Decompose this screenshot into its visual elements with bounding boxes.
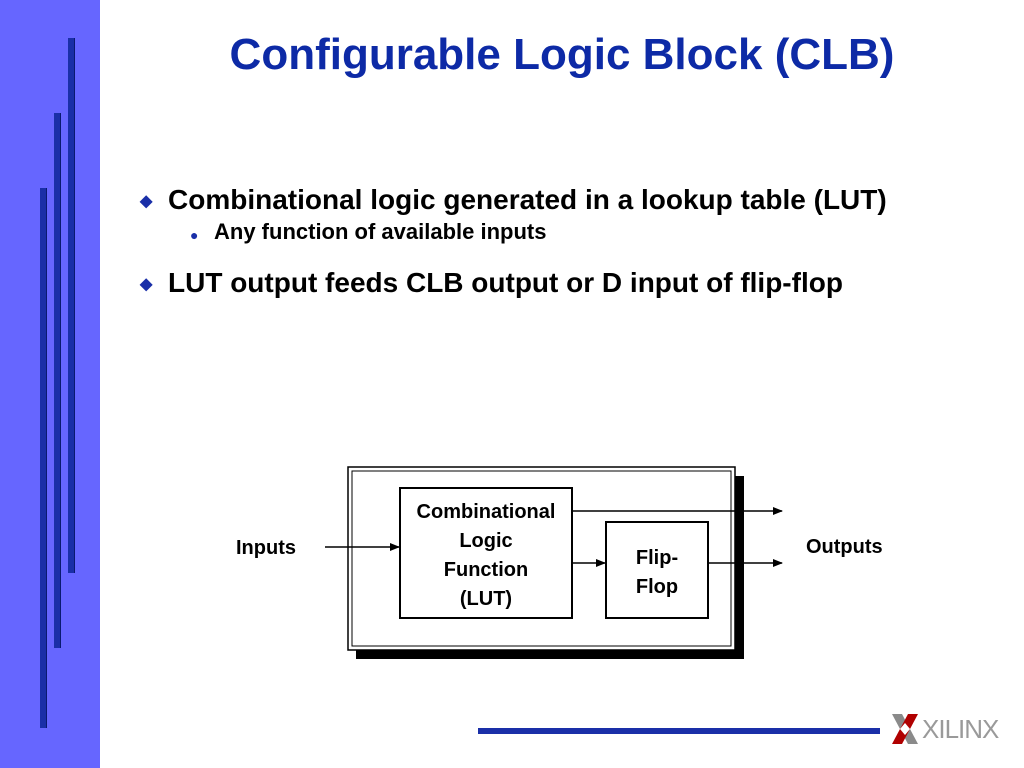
lut-box — [399, 487, 573, 619]
sidebar-stripe — [40, 188, 47, 728]
sidebar-band — [0, 0, 100, 768]
xilinx-logo: XILINX — [890, 712, 999, 746]
ff-label-line: Flip- — [636, 547, 678, 569]
flip-flop-box — [605, 521, 709, 619]
slide-title: Configurable Logic Block (CLB) — [229, 30, 895, 79]
ff-label-line: Flop — [636, 576, 678, 598]
sidebar-stripe — [68, 38, 75, 573]
bullet-item: ◆ LUT output feeds CLB output or D input… — [138, 265, 968, 300]
bullet-list: ◆ Combinational logic generated in a loo… — [138, 182, 968, 300]
logo-wordmark: XILINX — [922, 713, 999, 744]
lut-label-line: Combinational — [417, 501, 556, 523]
xilinx-x-icon — [892, 714, 918, 744]
lut-label-line: Logic — [459, 530, 512, 552]
bullet-text: Combinational logic generated in a looku… — [168, 184, 887, 215]
dot-bullet-icon: ● — [190, 227, 199, 243]
lut-label-line: Function — [444, 559, 528, 581]
bullet-item: ◆ Combinational logic generated in a loo… — [138, 182, 968, 217]
inputs-label: Inputs — [236, 537, 296, 559]
bullet-text: LUT output feeds CLB output or D input o… — [168, 267, 843, 298]
diamond-bullet-icon: ◆ — [140, 193, 153, 210]
sub-bullet-item: ● Any function of available inputs — [190, 217, 968, 247]
lut-label-line: (LUT) — [460, 588, 512, 610]
outputs-label: Outputs — [806, 536, 883, 558]
sidebar-stripe — [54, 113, 61, 648]
footer-rule — [478, 728, 880, 734]
sub-bullet-text: Any function of available inputs — [214, 219, 547, 244]
diamond-bullet-icon: ◆ — [140, 276, 153, 293]
